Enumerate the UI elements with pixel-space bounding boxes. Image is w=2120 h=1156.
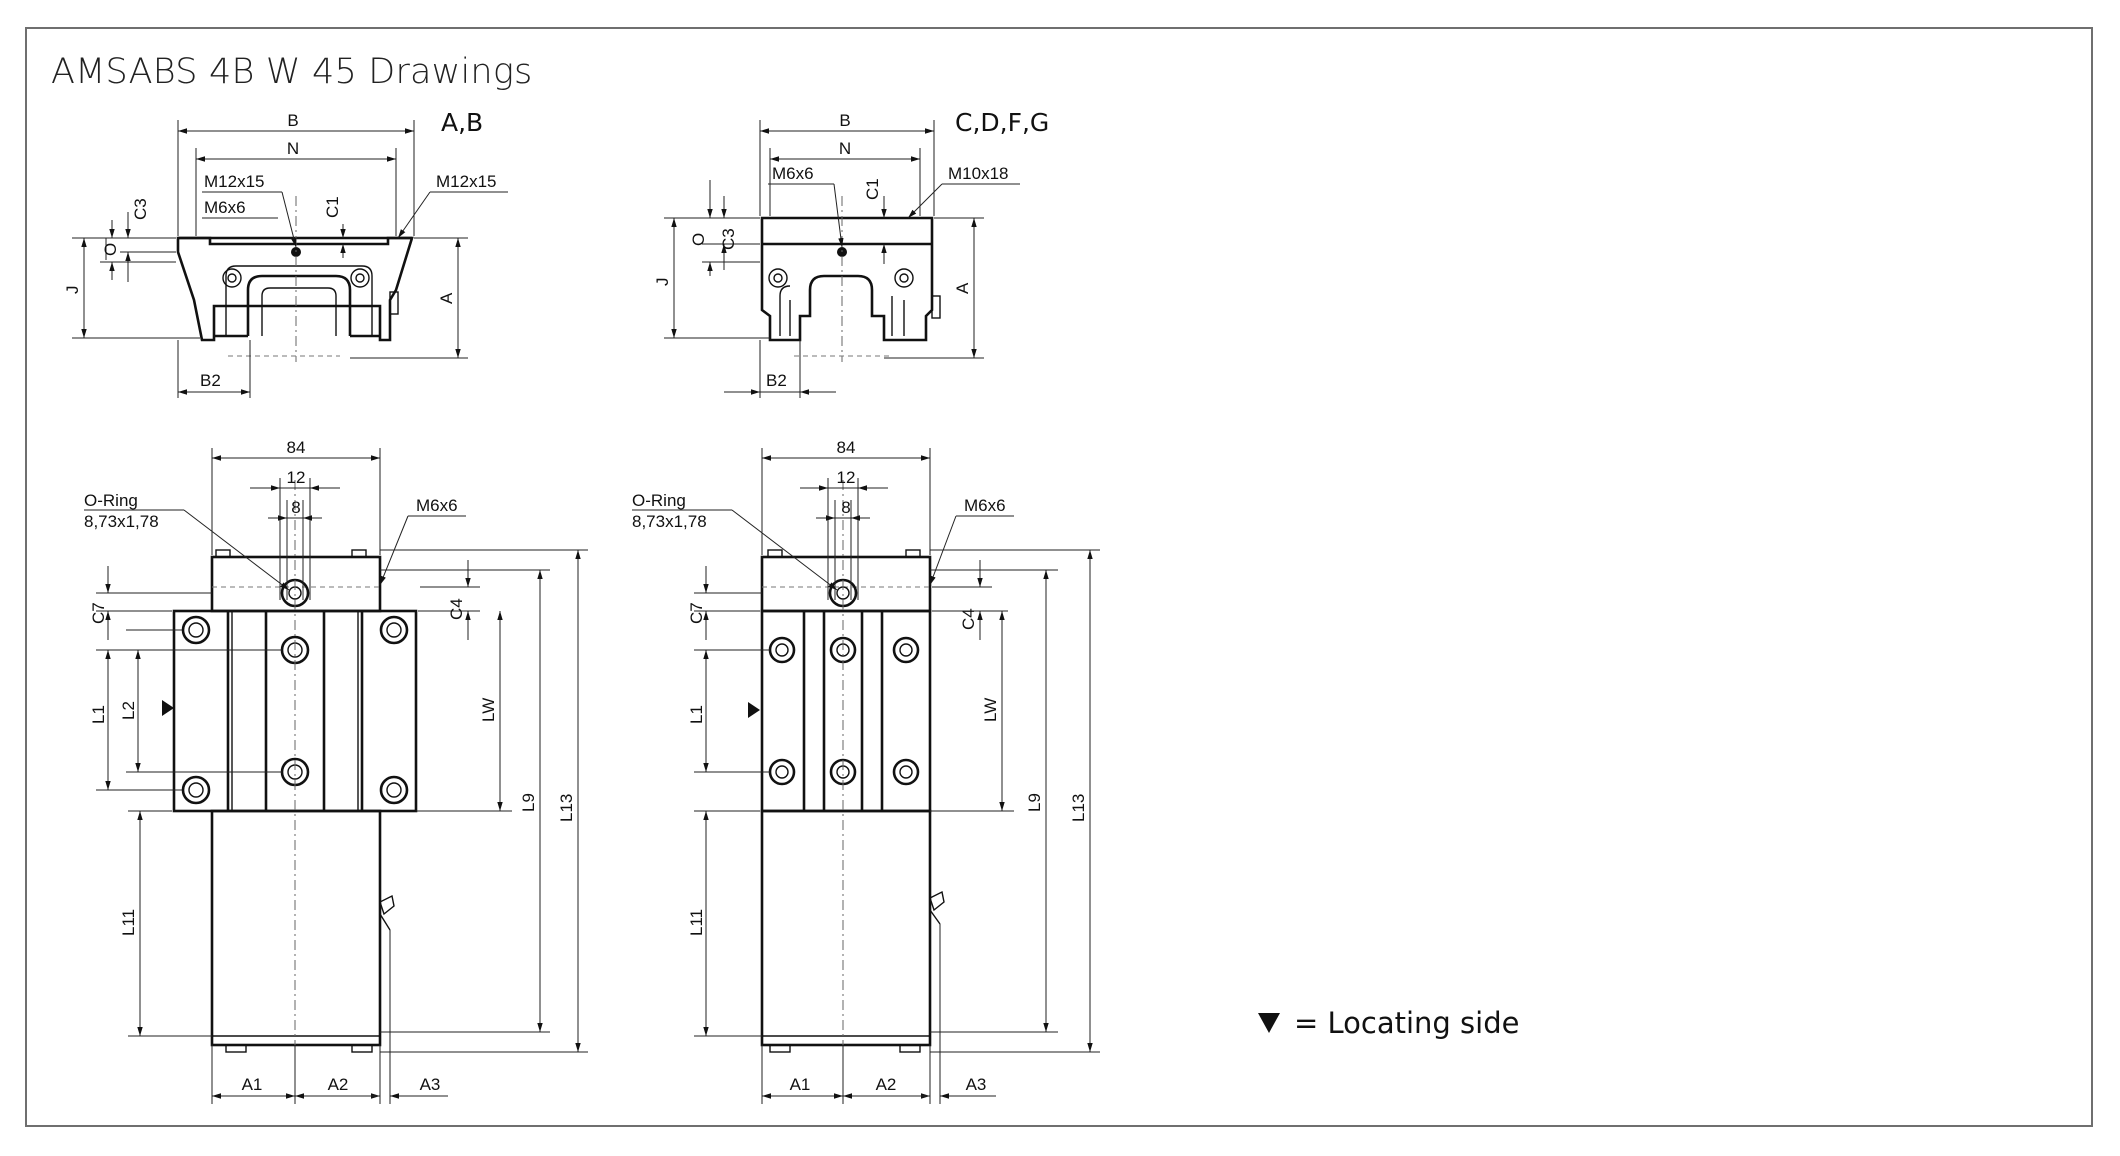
locating-side-marker bbox=[162, 700, 174, 716]
oring-label: O-Ring bbox=[84, 491, 138, 510]
dim-b-2: B bbox=[839, 111, 850, 130]
dim-b2-2: B2 bbox=[766, 371, 787, 390]
end-view-cdfg: B N M10x18 M6x6 C1 O C3 J A bbox=[653, 111, 1020, 398]
dim-c1: C1 bbox=[323, 196, 342, 218]
dim-84: 84 bbox=[287, 438, 306, 457]
dim-c1-2: C1 bbox=[863, 178, 882, 200]
dim-m-right: M12x15 bbox=[436, 172, 496, 191]
variant-label-right: C,D,F,G bbox=[955, 108, 1050, 137]
dim-a: A bbox=[437, 292, 456, 304]
dim-m-right-2: M10x18 bbox=[948, 164, 1008, 183]
dim-c7: C7 bbox=[89, 602, 108, 624]
dim-j: J bbox=[63, 286, 82, 295]
dim-l13-2: L13 bbox=[1069, 794, 1088, 822]
locating-side-marker-2 bbox=[748, 702, 760, 718]
dim-a1-2: A1 bbox=[790, 1075, 811, 1094]
plan-view-ab: 84 12 8 O-Ring 8,73x1,78 M6x6 C7 bbox=[84, 438, 588, 1104]
dim-a2-2: A2 bbox=[876, 1075, 897, 1094]
dim-lw-2: LW bbox=[981, 698, 1000, 722]
oring-size-2: 8,73x1,78 bbox=[632, 512, 707, 531]
dim-a2: A2 bbox=[328, 1075, 349, 1094]
dim-c4-2: C4 bbox=[959, 608, 978, 630]
dim-l1: L1 bbox=[89, 705, 108, 724]
oring-size: 8,73x1,78 bbox=[84, 512, 159, 531]
dim-a1: A1 bbox=[242, 1075, 263, 1094]
dim-b: B bbox=[287, 111, 298, 130]
dim-n-2: N bbox=[839, 139, 851, 158]
locating-side-triangle-icon bbox=[1258, 1013, 1280, 1033]
dim-84-2: 84 bbox=[837, 438, 856, 457]
dim-l9-2: L9 bbox=[1025, 793, 1044, 812]
dim-j-2: J bbox=[653, 278, 672, 287]
dim-l11: L11 bbox=[119, 909, 138, 936]
dim-o-2: O bbox=[689, 233, 708, 246]
dim-a3-2: A3 bbox=[966, 1075, 987, 1094]
dim-8-2: 8 bbox=[841, 498, 850, 517]
dim-lw: LW bbox=[479, 698, 498, 722]
drawing-frame bbox=[25, 27, 2093, 1127]
dim-12: 12 bbox=[287, 468, 306, 487]
dim-l13: L13 bbox=[557, 794, 576, 822]
variant-label-left: A,B bbox=[441, 108, 484, 137]
dim-c3-2: C3 bbox=[719, 228, 738, 250]
dim-12-2: 12 bbox=[837, 468, 856, 487]
end-view-ab: B N M12x15 M12x15 M6x6 C1 C3 O bbox=[63, 111, 508, 398]
legend: = Locating side bbox=[1258, 1006, 1519, 1040]
plan-view-cdfg: 84 12 8 O-Ring 8,73x1,78 M6x6 C7 bbox=[632, 438, 1100, 1104]
dim-a-2: A bbox=[953, 282, 972, 294]
oring-label-2: O-Ring bbox=[632, 491, 686, 510]
dim-n: N bbox=[287, 139, 299, 158]
dim-b2: B2 bbox=[200, 371, 221, 390]
dim-c3: C3 bbox=[131, 198, 150, 220]
dim-l1-2: L1 bbox=[687, 705, 706, 724]
dim-a3: A3 bbox=[420, 1075, 441, 1094]
dim-l2: L2 bbox=[119, 701, 138, 720]
dim-o: O bbox=[101, 243, 120, 256]
dim-m-small: M6x6 bbox=[204, 198, 246, 217]
dim-c7-2: C7 bbox=[687, 602, 706, 624]
dim-8: 8 bbox=[291, 498, 300, 517]
dim-c4: C4 bbox=[447, 598, 466, 620]
legend-text: = Locating side bbox=[1294, 1006, 1520, 1040]
dim-l11-2: L11 bbox=[687, 909, 706, 936]
dim-m6: M6x6 bbox=[416, 496, 458, 515]
dim-l9: L9 bbox=[519, 793, 538, 812]
dim-m-small-2: M6x6 bbox=[772, 164, 814, 183]
page-title: AMSABS 4B W 45 Drawings bbox=[51, 52, 533, 92]
dim-m-top: M12x15 bbox=[204, 172, 264, 191]
dim-m6-2: M6x6 bbox=[964, 496, 1006, 515]
